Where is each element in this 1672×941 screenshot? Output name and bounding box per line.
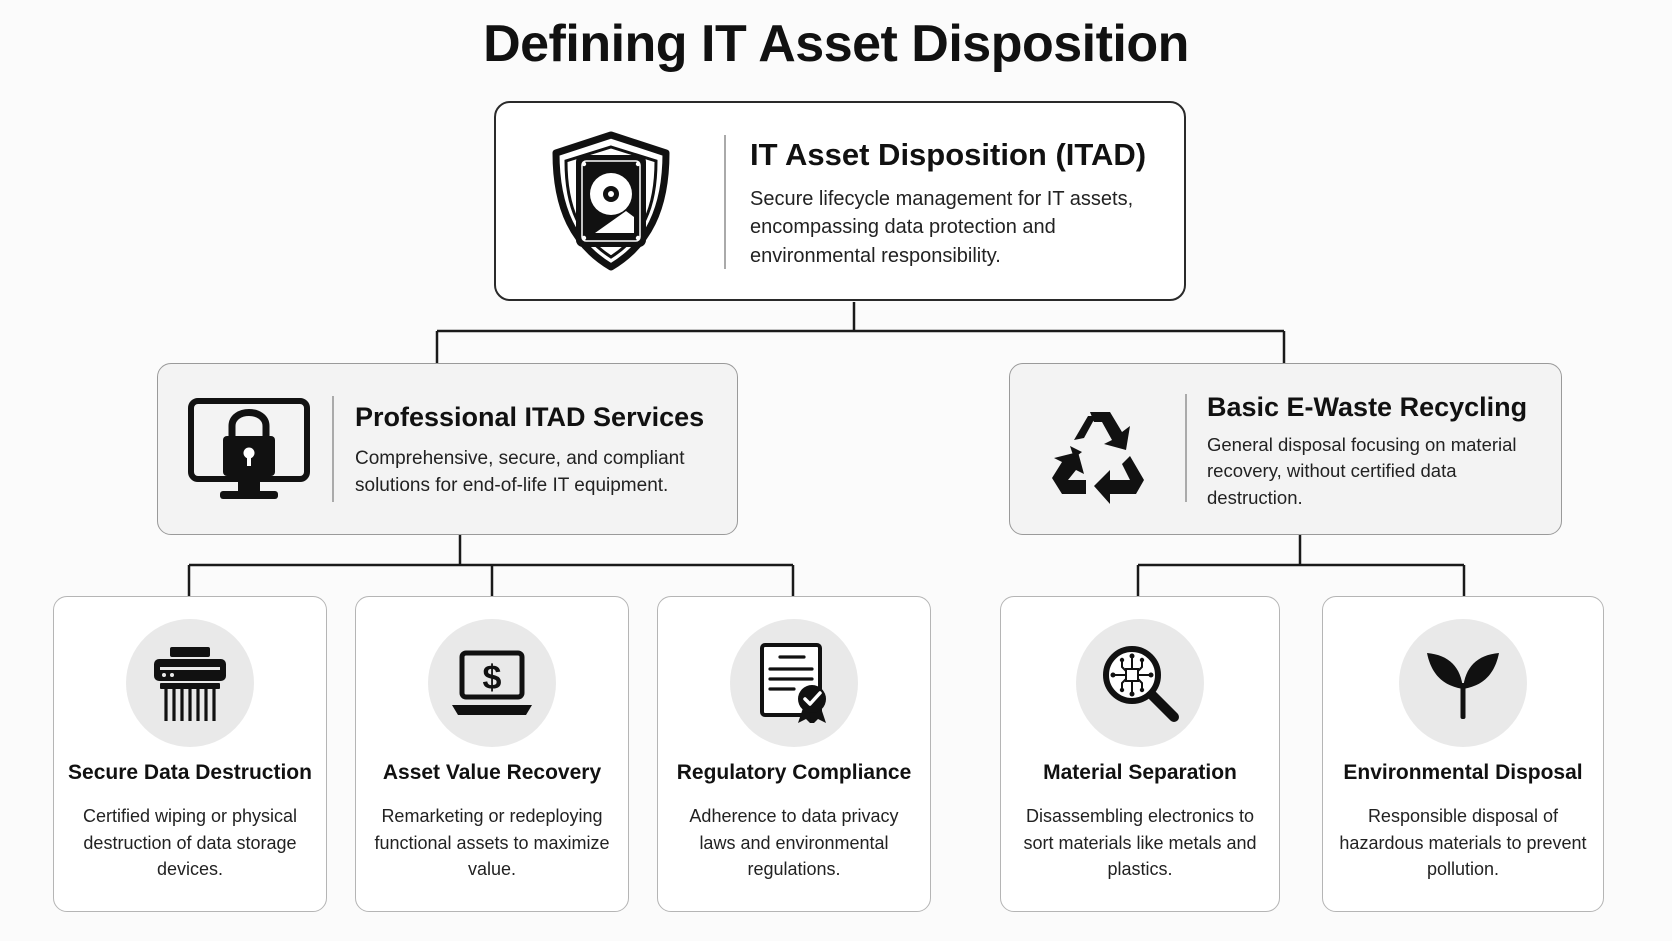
leaf-title: Regulatory Compliance [676, 761, 912, 784]
shredder-icon [154, 647, 226, 721]
laptop-dollar-icon: $ [452, 650, 532, 715]
magnifier-circuit-icon [1103, 646, 1179, 722]
basic-description: General disposal focusing on material re… [1207, 434, 1517, 508]
shield-hard-drive-icon [550, 131, 672, 276]
basic-box: Basic E-Waste Recycling General disposal… [1009, 363, 1562, 535]
leaf-asset-value-recovery: $ Asset Value Recovery Remarketing or re… [355, 596, 629, 912]
recycle-icon [1044, 396, 1156, 509]
root-description: Secure lifecycle management for IT asset… [750, 188, 1134, 267]
diagram-title: Defining IT Asset Disposition [483, 15, 1189, 73]
root-title: IT Asset Disposition (ITAD) [750, 137, 1147, 172]
leaf-regulatory-compliance: Regulatory Compliance Adherence to data … [657, 596, 931, 912]
leaf-description: Responsible disposal of hazardous materi… [1339, 806, 1587, 880]
leaf-sprout-icon [1427, 653, 1499, 719]
professional-description: Comprehensive, secure, and compliant sol… [355, 448, 685, 496]
leaf-secure-data-destruction: Secure Data Destruction Certified wiping… [53, 596, 327, 912]
leaf-title: Environmental Disposal [1343, 761, 1583, 784]
leaf-environmental-disposal: Environmental Disposal Responsible dispo… [1322, 596, 1604, 912]
root-box: IT Asset Disposition (ITAD) Secure lifec… [494, 101, 1186, 301]
professional-divider [332, 396, 334, 502]
root-divider [724, 135, 726, 269]
leaf-title: Asset Value Recovery [382, 761, 602, 784]
svg-text:$: $ [483, 659, 502, 697]
leaf-title: Secure Data Destruction [68, 761, 312, 784]
professional-title: Professional ITAD Services [355, 402, 705, 432]
leaf-description: Remarketing or redeploying functional as… [374, 806, 610, 880]
basic-divider [1185, 394, 1187, 502]
professional-box: Professional ITAD Services Comprehensive… [157, 363, 738, 535]
leaf-title: Material Separation [1043, 761, 1237, 784]
leaf-description: Disassembling electronics to sort materi… [1023, 806, 1257, 880]
monitor-lock-icon [188, 398, 310, 507]
leaf-material-separation: Material Separation Disassembling electr… [1000, 596, 1280, 912]
certificate-icon [760, 643, 826, 723]
leaf-description: Certified wiping or physical destruction… [82, 806, 298, 880]
leaf-description: Adherence to data privacy laws and envir… [689, 806, 899, 880]
basic-title: Basic E-Waste Recycling [1207, 392, 1528, 422]
